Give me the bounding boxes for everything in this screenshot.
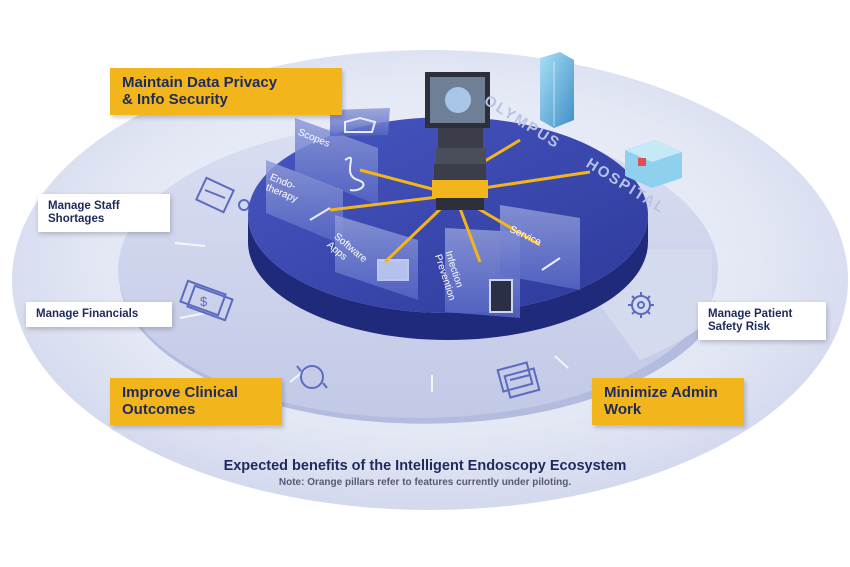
ring-dividers	[174, 242, 569, 392]
disc-side	[248, 215, 648, 340]
hospital-building-icon	[625, 140, 682, 188]
software-screen-icon	[377, 259, 409, 281]
callout-clinical-outcomes: Improve Clinical Outcomes	[110, 378, 282, 425]
panel-scopes	[295, 118, 378, 205]
panel-service	[500, 205, 580, 290]
caption-title: Expected benefits of the Intelligent End…	[223, 458, 627, 474]
panel-endotherapy	[266, 160, 343, 245]
svg-text:$: $	[200, 294, 208, 309]
skyscraper-icon	[540, 52, 574, 128]
money-bills-icon: $	[179, 279, 234, 322]
ring-icons: $	[179, 176, 654, 399]
infection-machine-icon	[489, 279, 513, 313]
endo-tool-icon	[309, 207, 331, 221]
endoscopy-tower-icon	[425, 72, 490, 210]
lock-shield-icon	[344, 116, 377, 133]
caption-note: Note: Orange pillars refer to features c…	[278, 477, 572, 488]
callout-patient-safety: Manage Patient Safety Risk	[698, 302, 826, 341]
callout-financials: Manage Financials	[26, 302, 172, 328]
panel-glyphs	[309, 116, 561, 313]
callout-data-privacy: Maintain Data Privacy & Info Security	[110, 68, 342, 115]
clinical-cycle-icon	[296, 365, 328, 389]
documents-icon	[496, 361, 541, 399]
scope-cable-icon	[344, 156, 365, 192]
callout-staff-shortages: Manage Staff Shortages	[38, 194, 170, 233]
staff-clipboard-icon	[195, 176, 250, 214]
wrench-icon	[541, 257, 561, 271]
gear-icon	[628, 292, 654, 318]
callout-admin-work: Minimize Admin Work	[592, 378, 744, 425]
